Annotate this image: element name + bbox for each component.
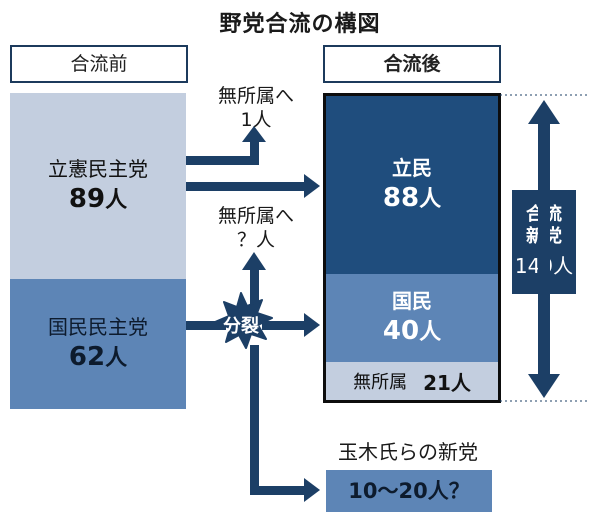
merged-cdp-seats: 88人 bbox=[383, 182, 441, 216]
independent-note-1-line2: 1人 bbox=[240, 109, 272, 131]
dpfp-before-name: 国民民主党 bbox=[48, 315, 148, 339]
split-label: 分裂 bbox=[223, 316, 259, 337]
split-to-independent-arrow bbox=[242, 252, 266, 306]
merged-cdp-seat-unit: 人 bbox=[419, 187, 442, 212]
diagram-title: 野党合流の構図 bbox=[219, 12, 381, 37]
independent-note-2: 無所属へ ？人 bbox=[196, 204, 316, 252]
independent-note-1: 無所属へ 1人 bbox=[196, 84, 316, 132]
merged-dpfp-segment: 国民 40人 bbox=[326, 274, 498, 362]
independent-note-2-line1: 無所属へ bbox=[217, 205, 294, 227]
split-to-new-party-arrow bbox=[250, 345, 320, 502]
new-party-count-box: 10〜20人？ bbox=[326, 470, 492, 512]
cdp-before-seat-unit: 人 bbox=[105, 188, 128, 213]
dpfp-before-block: 国民民主党 62人 bbox=[10, 279, 186, 409]
merged-cdp-segment: 立民 88人 bbox=[326, 96, 498, 274]
merged-dpfp-name: 国民 bbox=[392, 289, 432, 313]
dpfp-before-seat-count: 62 bbox=[68, 342, 106, 372]
new-party-label: 玉木氏らの新党 bbox=[338, 440, 478, 464]
merged-cdp-seat-count: 88 bbox=[382, 183, 420, 213]
cdp-to-merged-arrow bbox=[186, 174, 320, 198]
merged-independent-segment: 無所属 21人 bbox=[326, 362, 498, 400]
independent-note-2-line2: ？人 bbox=[236, 229, 275, 251]
cdp-before-name: 立憲民主党 bbox=[48, 157, 148, 181]
cdp-to-independent-arrow bbox=[186, 126, 266, 165]
merged-independent-name: 無所属 bbox=[353, 372, 408, 393]
merged-cdp-name: 立民 bbox=[392, 156, 432, 180]
dpfp-before-seat-unit: 人 bbox=[105, 346, 128, 371]
independent-note-1-line1: 無所属へ bbox=[217, 85, 294, 107]
dpfp-before-seats: 62人 bbox=[69, 341, 127, 375]
merged-dpfp-seats: 40人 bbox=[383, 315, 441, 349]
split-to-merged-arrow bbox=[262, 313, 320, 337]
split-burst-icon bbox=[214, 292, 273, 349]
dpfp-to-split-arrow bbox=[186, 321, 226, 330]
cdp-before-seats: 89人 bbox=[69, 183, 127, 217]
cdp-before-seat-count: 89 bbox=[68, 184, 106, 214]
after-merger-header: 合流後 bbox=[323, 45, 501, 83]
cdp-before-block: 立憲民主党 89人 bbox=[10, 93, 186, 279]
merged-dpfp-seat-unit: 人 bbox=[419, 320, 442, 345]
merged-dpfp-seat-count: 40 bbox=[382, 316, 420, 346]
total-double-arrow bbox=[528, 100, 560, 398]
before-merger-header: 合流前 bbox=[10, 45, 188, 83]
merged-independent-seats: 21人 bbox=[423, 370, 471, 395]
